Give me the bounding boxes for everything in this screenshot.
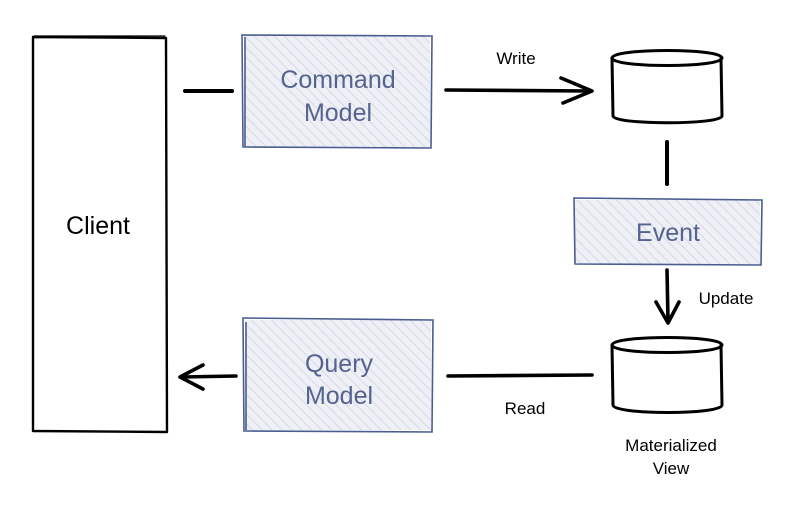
update-label: Update — [699, 289, 754, 308]
materialized-view-line2: View — [653, 459, 690, 478]
client-box: Client — [31, 35, 169, 434]
command-model-line2: Model — [304, 99, 372, 127]
read-label: Read — [505, 399, 546, 418]
event-box: Event — [573, 197, 763, 266]
query-model-line2: Model — [305, 382, 373, 410]
update-arrow: Update — [654, 268, 754, 325]
materialized-view-cylinder: Materialized View — [610, 336, 724, 478]
query-client-arrow — [178, 363, 238, 391]
query-model-box: Query Model — [242, 317, 434, 433]
command-model-line1: Command — [280, 66, 395, 94]
query-model-line1: Query — [305, 350, 374, 378]
event-label: Event — [636, 219, 700, 247]
event-store-cylinder — [610, 49, 724, 125]
command-model-box: Command Model — [241, 34, 433, 149]
read-connector: Read — [446, 373, 594, 418]
client-label: Client — [66, 212, 130, 240]
materialized-view-line1: Materialized — [625, 436, 717, 455]
write-label: Write — [496, 49, 535, 68]
write-arrow: Write — [444, 49, 594, 105]
